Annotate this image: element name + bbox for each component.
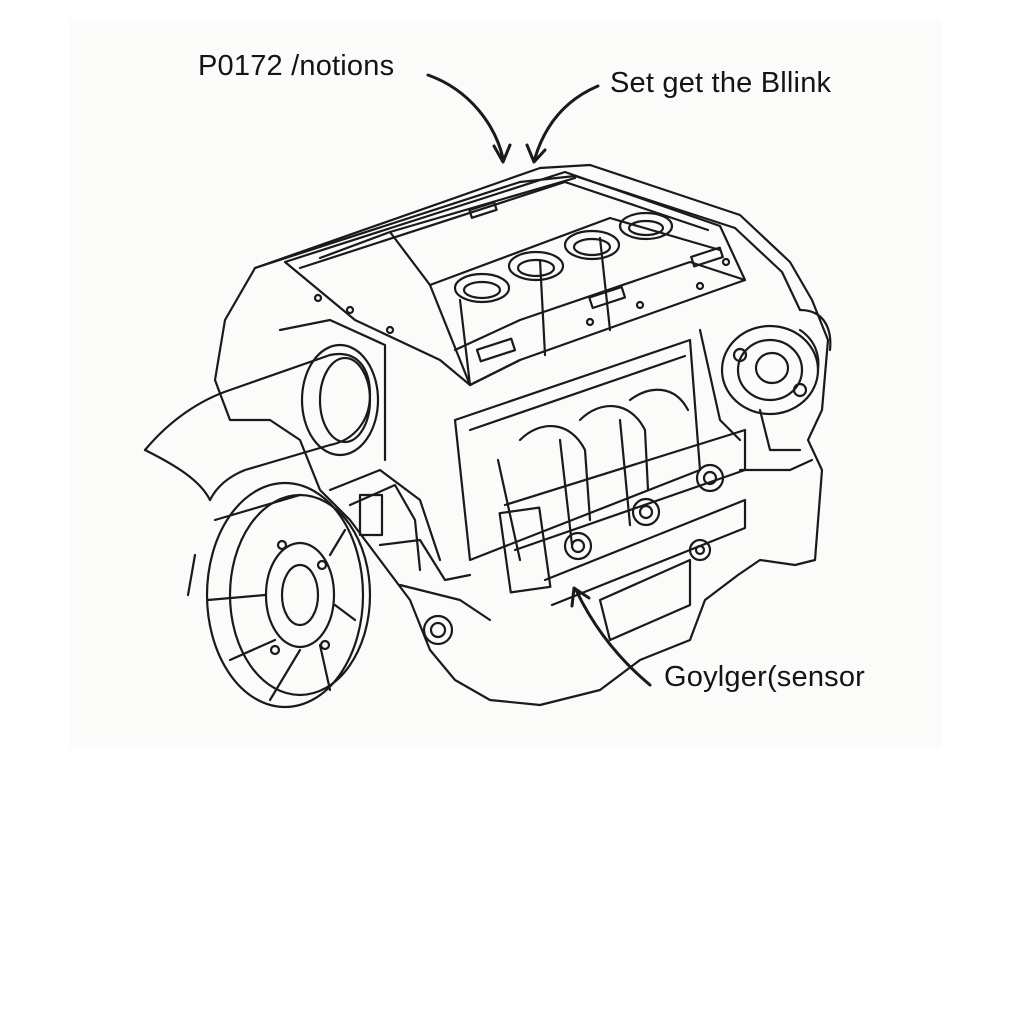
arrow-top-left [426,73,505,160]
callout-label-bottom: Goylger(sensor [664,661,866,693]
callout-label-top-right: Set get the Bllink [610,67,832,99]
alternator [698,308,832,472]
arrow-bottom-head [570,586,591,608]
cylinder-block [422,338,747,646]
flywheel [186,481,372,709]
linkage [328,468,492,622]
arrow-top-right-head [525,143,547,164]
callout-arrows [426,73,652,687]
arrow-top-right [533,84,600,160]
valve-cover [283,170,747,387]
arrow-top-left-head [492,143,512,164]
filler-caps [453,211,674,304]
intake-pipe [143,318,387,502]
engine-body [213,163,830,707]
arrow-bottom [574,588,652,687]
callout-label-top-left: P0172 /notions [198,50,395,82]
